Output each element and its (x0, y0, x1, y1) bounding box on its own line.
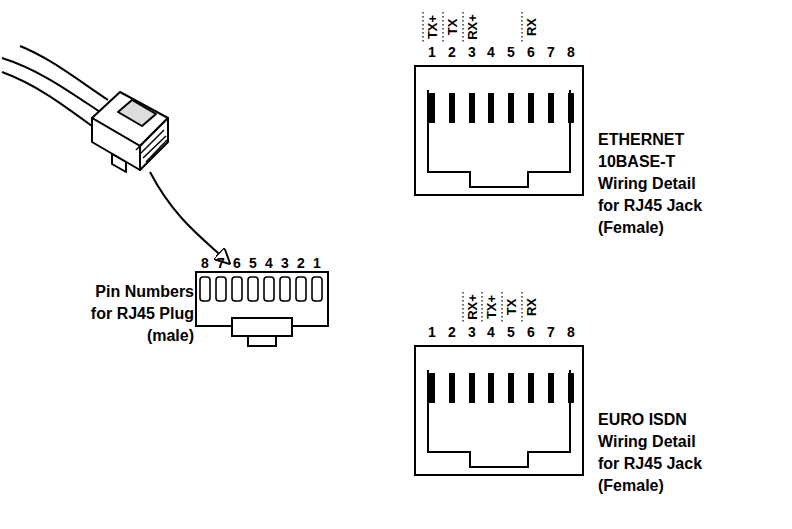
signal-name: TX+ (485, 295, 498, 319)
contact-bar (429, 93, 435, 123)
contact-bar (528, 93, 534, 123)
leader-line (462, 292, 463, 323)
pin-number: 7 (217, 256, 225, 270)
contact-bar (508, 93, 514, 123)
jack-contacts (429, 373, 574, 403)
pin-number: 2 (448, 325, 456, 339)
plug-contact (312, 277, 322, 301)
pin-number: 3 (468, 45, 476, 59)
contact-bar (469, 93, 475, 123)
pointer-arrow (150, 172, 228, 262)
pin-number: 1 (428, 45, 436, 59)
leader-line (462, 12, 463, 43)
jack-caption: EURO ISDN Wiring Detail for RJ45 Jack (F… (598, 409, 718, 497)
signal-name: TX (505, 299, 518, 316)
pin-number: 8 (567, 45, 575, 59)
signal-name: RX (525, 18, 538, 36)
contact-bar (528, 373, 534, 403)
signal-name: TX+ (426, 15, 439, 39)
jack-caption: ETHERNET 10BASE-T Wiring Detail for RJ45… (598, 129, 718, 239)
leader-line (481, 292, 482, 323)
pin-number: 2 (448, 45, 456, 59)
leader-line (501, 292, 502, 323)
pin-number: 3 (468, 325, 476, 339)
plug-contact (200, 277, 210, 301)
plug-contact (280, 277, 290, 301)
leader-line (422, 12, 423, 43)
pin-number: 5 (507, 45, 515, 59)
pin-number: 8 (567, 325, 575, 339)
pin-number: 2 (297, 256, 305, 270)
leader-line (521, 12, 522, 43)
plug-contact (264, 277, 274, 301)
pin-number: 6 (233, 256, 241, 270)
ethernet-jack (415, 66, 583, 195)
leader-dots (463, 292, 522, 323)
cable (2, 46, 108, 126)
signal-name: RX+ (466, 294, 479, 320)
pin-number: 8 (201, 256, 209, 270)
contact-bar (568, 373, 574, 403)
contact-bar (548, 93, 554, 123)
contact-bar (429, 373, 435, 403)
pin-number: 1 (313, 256, 321, 270)
contact-bar (449, 93, 455, 123)
pin-number: 3 (281, 256, 289, 270)
pin-number: 5 (249, 256, 257, 270)
pin-number: 6 (527, 45, 535, 59)
pin-number: 4 (487, 45, 495, 59)
jack-contacts (429, 93, 574, 123)
leader-line (442, 12, 443, 43)
pin-number: 7 (547, 45, 555, 59)
plug-face (196, 272, 328, 346)
plug-contact (216, 277, 226, 301)
plug-contacts (200, 277, 322, 301)
contact-bar (469, 373, 475, 403)
contact-bar (449, 373, 455, 403)
pin-number: 5 (507, 325, 515, 339)
leader-dots (423, 12, 522, 43)
signal-name: RX+ (466, 14, 479, 40)
plug-contact (232, 277, 242, 301)
signal-name: TX (446, 19, 459, 36)
contact-bar (548, 373, 554, 403)
leader-line (521, 292, 522, 323)
contact-bar (508, 373, 514, 403)
signal-name: RX (525, 298, 538, 316)
pin-number: 4 (487, 325, 495, 339)
plug-caption: Pin Numbers for RJ45 Plug (male) (76, 281, 194, 347)
pin-number: 7 (547, 325, 555, 339)
plug-contact (296, 277, 306, 301)
isdn-jack (415, 346, 583, 475)
rj45-plug (92, 92, 168, 172)
plug-contact (248, 277, 258, 301)
pin-number: 4 (265, 256, 273, 270)
contact-bar (488, 93, 494, 123)
pin-number: 1 (428, 325, 436, 339)
pin-number: 6 (527, 325, 535, 339)
contact-bar (488, 373, 494, 403)
contact-bar (568, 93, 574, 123)
